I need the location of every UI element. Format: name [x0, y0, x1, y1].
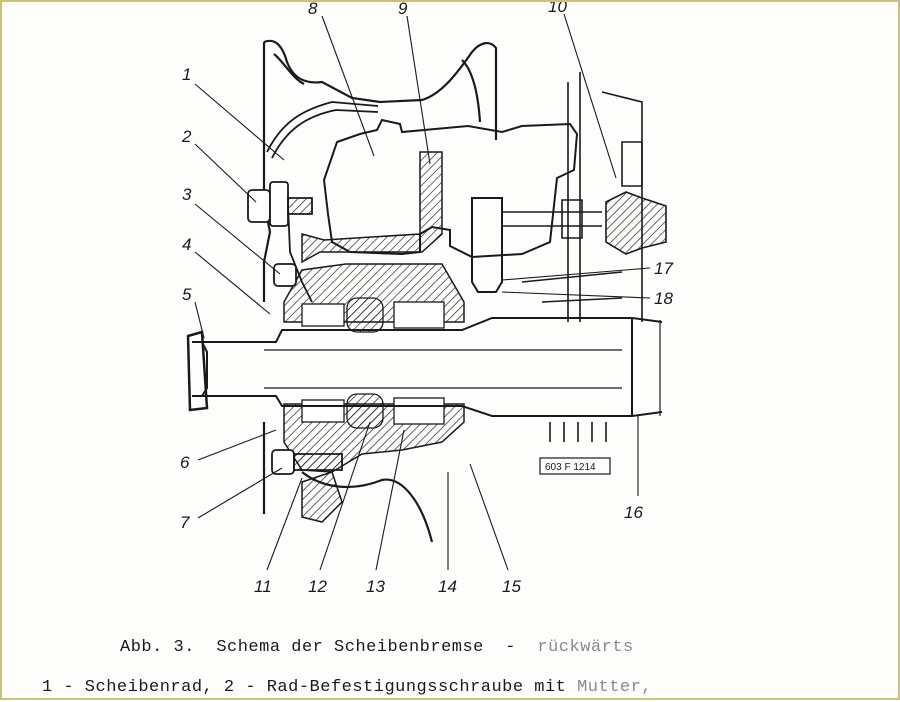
part-label-16: 16	[624, 503, 643, 522]
part-label-15: 15	[502, 577, 521, 596]
part-labels: 1 2 3 4 5 6 7 8 9 10 11 12 13 14 15 16 1…	[180, 2, 673, 596]
figure-legend: 1 - Scheibenrad, 2 - Rad-Befestigungssch…	[42, 678, 652, 697]
brake-disc	[301, 151, 443, 264]
part-label-11: 11	[254, 577, 272, 596]
caption-prefix: Abb. 3.	[120, 638, 217, 657]
stamp-label: 603 F 1214	[545, 462, 596, 473]
part-label-18: 18	[654, 289, 673, 308]
part-label-9: 9	[398, 2, 408, 18]
part-label-5: 5	[182, 285, 192, 304]
part-label-2: 2	[181, 127, 192, 146]
leader-lines	[194, 13, 651, 571]
part-label-14: 14	[438, 577, 457, 596]
caption-dash: -	[483, 638, 538, 657]
part-label-1: 1	[182, 65, 191, 84]
wheel-bolt	[247, 181, 343, 475]
caption-direction: rückwärts	[537, 638, 634, 657]
legend-text: 1 - Scheibenrad, 2 - Rad-Befestigungssch…	[42, 678, 567, 697]
part-label-7: 7	[180, 513, 190, 532]
part-label-10: 10	[548, 2, 567, 16]
legend-faint: Mutter,	[566, 678, 653, 697]
part-label-4: 4	[182, 235, 191, 254]
figure-caption: Abb. 3. Schema der Scheibenbremse - rück…	[120, 638, 634, 657]
stamp-box: 603 F 1214	[539, 457, 611, 475]
part-label-8: 8	[308, 2, 318, 18]
part-label-6: 6	[180, 453, 190, 472]
part-label-3: 3	[182, 185, 192, 204]
part-label-12: 12	[308, 577, 327, 596]
caption-title: Schema der Scheibenbremse	[216, 638, 484, 657]
bearings	[301, 297, 445, 429]
brake-actuator	[502, 72, 667, 442]
part-label-13: 13	[366, 577, 385, 596]
axle-shaft	[186, 317, 663, 417]
part-label-17: 17	[654, 259, 673, 278]
